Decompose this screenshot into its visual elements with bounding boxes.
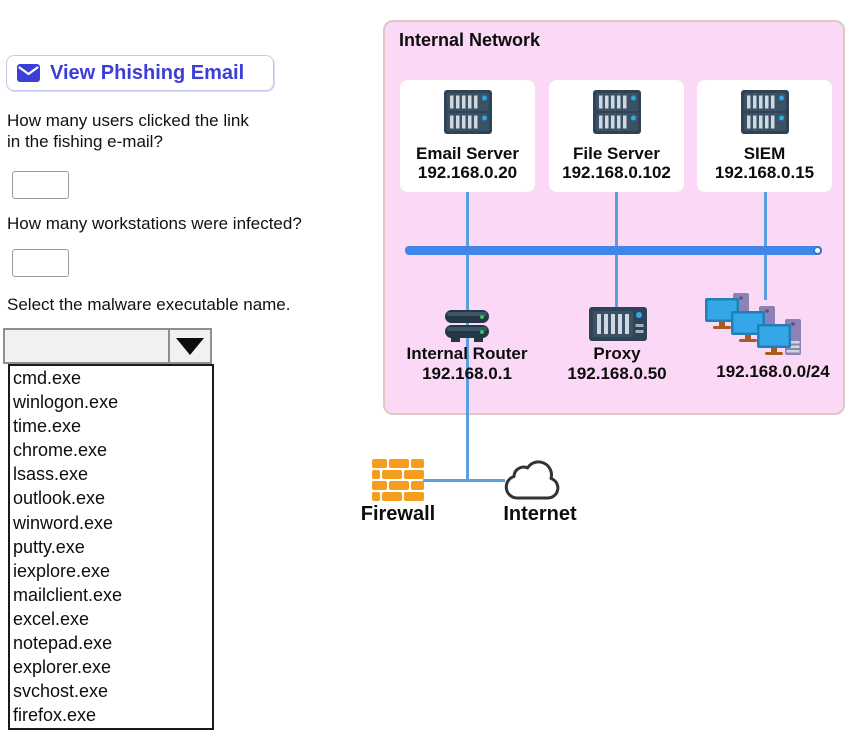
siem-label: SIEM (743, 144, 786, 163)
chevron-down-icon (176, 337, 204, 355)
email-server-label: Email Server (415, 144, 519, 163)
node-email-server: Email Server 192.168.0.20 (400, 80, 535, 192)
proxy-label: Proxy (593, 344, 641, 363)
proxy-server-icon (588, 306, 648, 342)
question-workstations-infected: How many workstations were infected? (7, 214, 302, 233)
malware-dropdown[interactable] (3, 328, 212, 364)
internet-cloud-icon (501, 453, 565, 505)
workstations-infected-input[interactable] (12, 249, 69, 277)
server-icon (592, 89, 642, 140)
list-item[interactable]: svchost.exe (13, 681, 109, 702)
list-item[interactable]: excel.exe (13, 608, 90, 629)
internal-router-label: Internal Router (406, 344, 528, 363)
firewall-label: Firewall (360, 503, 436, 525)
proxy-node: Proxy 192.168.0.50 (556, 344, 678, 384)
users-clicked-input[interactable] (12, 171, 69, 199)
list-item[interactable]: winword.exe (13, 512, 114, 533)
internal-network-title: Internal Network (399, 30, 541, 50)
router-icon (443, 306, 491, 346)
proxy-ip: 192.168.0.50 (567, 364, 667, 383)
network-bus-endcap (813, 246, 822, 255)
cable-router-to-firewall-junction (466, 255, 469, 481)
view-phishing-email-button[interactable]: View Phishing Email (6, 55, 274, 91)
malware-dropdown-arrow-button[interactable] (168, 330, 210, 362)
malware-dropdown-value (5, 330, 168, 362)
cable-workstations (764, 255, 767, 300)
view-phishing-email-label: View Phishing Email (50, 61, 245, 84)
list-item[interactable]: notepad.exe (13, 633, 113, 654)
list-item[interactable]: firefox.exe (13, 705, 97, 726)
server-icon (740, 89, 790, 140)
siem-ip: 192.168.0.15 (714, 163, 815, 182)
malware-options-list: cmd.exe winlogon.exe time.exe chrome.exe… (8, 364, 214, 730)
internal-router-ip: 192.168.0.1 (422, 364, 512, 383)
list-item[interactable]: lsass.exe (13, 464, 89, 485)
question-users-clicked: How many users clicked the link in the f… (7, 110, 249, 152)
list-item[interactable]: cmd.exe (13, 368, 82, 388)
list-item[interactable]: chrome.exe (13, 440, 108, 461)
cable-file-server (615, 190, 618, 250)
email-server-ip: 192.168.0.20 (417, 163, 518, 182)
file-server-label: File Server (573, 144, 660, 163)
workstations-subnet-label: 192.168.0.0/24 (716, 362, 830, 381)
server-icon (443, 89, 493, 140)
cable-proxy (615, 255, 618, 310)
list-item[interactable]: putty.exe (13, 536, 85, 557)
file-server-ip: 192.168.0.102 (562, 163, 671, 182)
list-item[interactable]: explorer.exe (13, 657, 112, 678)
question-malware-select: Select the malware executable name. (7, 295, 291, 314)
list-item[interactable]: mailclient.exe (13, 584, 123, 605)
network-bus-line (405, 246, 822, 255)
internet-label: Internet (503, 503, 577, 525)
internal-router-node: Internal Router 192.168.0.1 (396, 344, 538, 384)
node-siem: SIEM 192.168.0.15 (697, 80, 832, 192)
firewall-icon (372, 459, 424, 501)
workstations-icon (703, 293, 803, 359)
cable-siem (764, 190, 767, 250)
node-file-server: File Server 192.168.0.102 (549, 80, 684, 192)
list-item[interactable]: iexplore.exe (13, 560, 111, 581)
cable-firewall-to-internet (423, 479, 505, 482)
list-item[interactable]: outlook.exe (13, 488, 106, 509)
list-item[interactable]: winlogon.exe (13, 392, 119, 413)
list-item[interactable]: time.exe (13, 416, 82, 437)
email-envelope-icon (17, 64, 40, 82)
cable-email-server (466, 190, 469, 250)
question-users-clicked-line1: How many users clicked the link (7, 111, 249, 130)
question-users-clicked-line2: in the fishing e-mail? (7, 132, 163, 151)
